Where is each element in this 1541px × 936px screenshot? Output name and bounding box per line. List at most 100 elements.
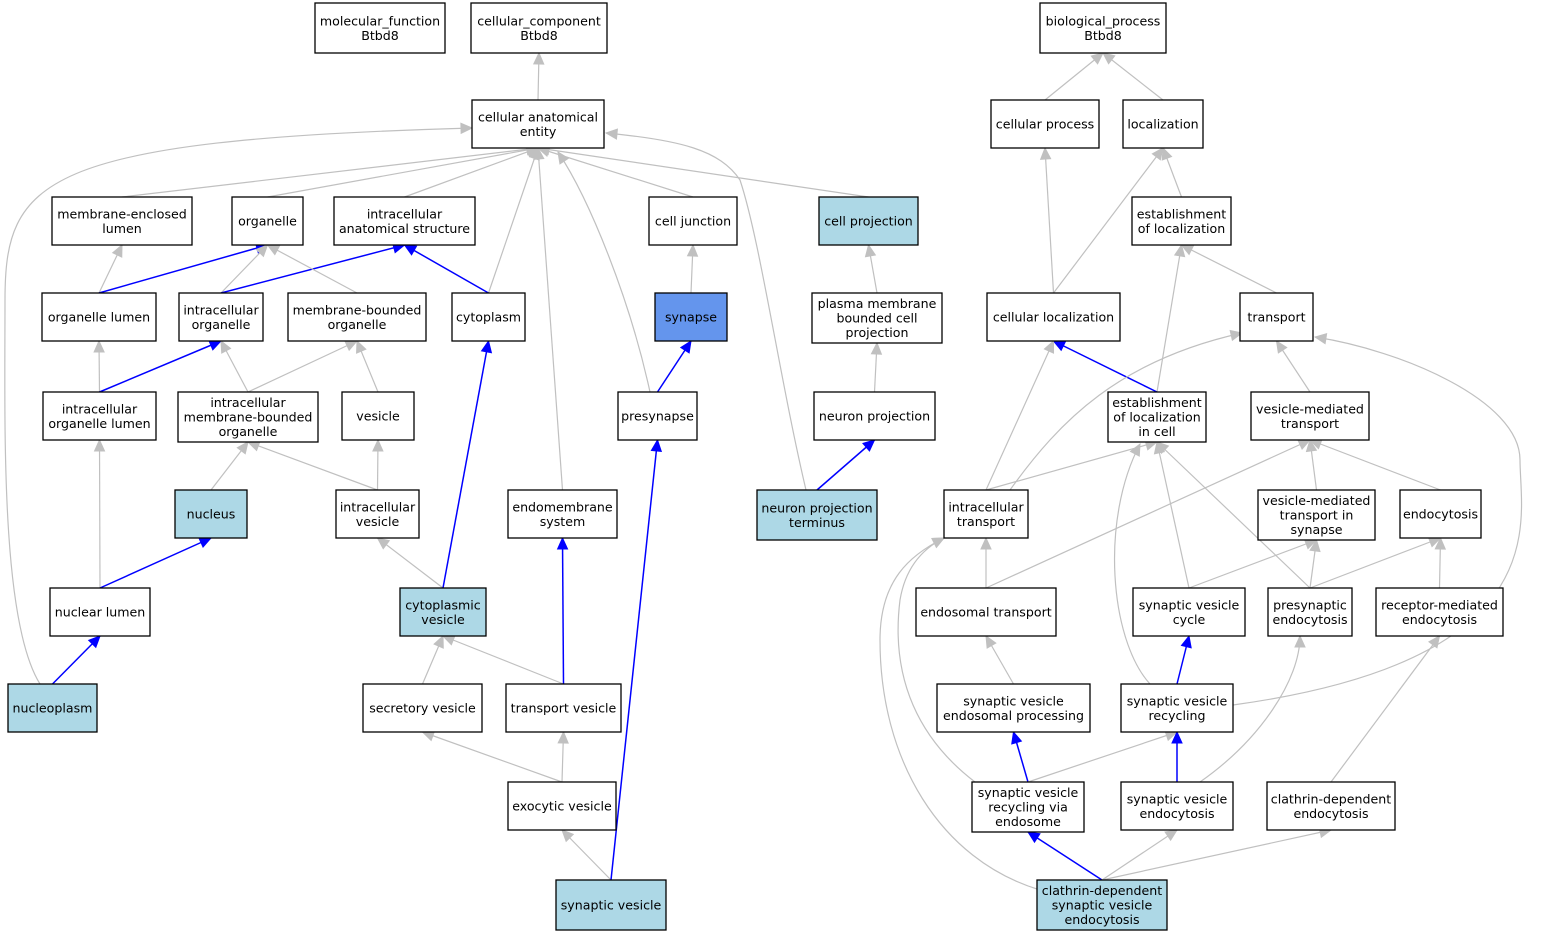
- node-box[interactable]: [1120, 683, 1234, 733]
- node-cp[interactable]: cell projection: [818, 196, 919, 246]
- node-box[interactable]: [648, 196, 738, 246]
- node-box[interactable]: [936, 683, 1091, 733]
- node-box[interactable]: [399, 587, 487, 637]
- node-box[interactable]: [287, 292, 427, 342]
- node-presyn[interactable]: presynapse: [617, 391, 698, 441]
- node-box[interactable]: [617, 391, 698, 441]
- node-box[interactable]: [470, 2, 608, 54]
- node-box[interactable]: [915, 587, 1057, 637]
- node-box[interactable]: [986, 292, 1121, 342]
- node-box[interactable]: [451, 292, 526, 342]
- node-box[interactable]: [818, 196, 919, 246]
- node-ves[interactable]: vesicle: [341, 391, 415, 441]
- node-nuc[interactable]: nucleus: [174, 489, 248, 539]
- node-box[interactable]: [1239, 292, 1314, 342]
- node-box[interactable]: [341, 391, 415, 441]
- node-nl[interactable]: nuclear lumen: [49, 587, 151, 637]
- node-box[interactable]: [314, 2, 446, 54]
- node-et[interactable]: endosomal transport: [915, 587, 1057, 637]
- node-box[interactable]: [1399, 489, 1482, 539]
- node-box[interactable]: [1122, 99, 1204, 149]
- node-box[interactable]: [811, 292, 943, 344]
- node-box[interactable]: [943, 489, 1029, 539]
- node-box[interactable]: [1375, 587, 1504, 637]
- node-box[interactable]: [1039, 2, 1167, 54]
- node-box[interactable]: [1132, 587, 1246, 637]
- node-loc[interactable]: localization: [1122, 99, 1204, 149]
- node-endo[interactable]: endocytosis: [1399, 489, 1482, 539]
- node-tv[interactable]: transport vesicle: [505, 683, 622, 733]
- node-box[interactable]: [49, 587, 151, 637]
- node-box[interactable]: [7, 683, 98, 733]
- node-box[interactable]: [654, 292, 728, 342]
- node-box[interactable]: [1036, 879, 1168, 931]
- node-box[interactable]: [1266, 781, 1396, 831]
- node-box[interactable]: [177, 391, 319, 443]
- node-cproc[interactable]: cellular process: [990, 99, 1100, 149]
- node-box[interactable]: [990, 99, 1100, 149]
- node-box[interactable]: [1107, 391, 1207, 443]
- node-box[interactable]: [507, 489, 618, 539]
- node-box[interactable]: [51, 196, 193, 246]
- node-box[interactable]: [231, 196, 304, 246]
- node-tr[interactable]: transport: [1239, 292, 1314, 342]
- node-nucp[interactable]: nucleoplasm: [7, 683, 98, 733]
- node-box[interactable]: [471, 99, 605, 149]
- node-box[interactable]: [42, 391, 157, 441]
- node-box[interactable]: [174, 489, 248, 539]
- node-box[interactable]: [756, 489, 878, 541]
- node-box[interactable]: [41, 292, 157, 342]
- node-box[interactable]: [362, 683, 483, 733]
- node-box[interactable]: [1131, 196, 1232, 246]
- node-org[interactable]: organelle: [231, 196, 304, 246]
- node-sv[interactable]: secretory vesicle: [362, 683, 483, 733]
- node-np[interactable]: neuron projection: [813, 391, 936, 441]
- node-box[interactable]: [335, 489, 420, 539]
- node-cj[interactable]: cell junction: [648, 196, 738, 246]
- node-synv[interactable]: synaptic vesicle: [555, 879, 667, 931]
- node-box[interactable]: [1120, 781, 1234, 831]
- node-ev[interactable]: exocytic vesicle: [507, 781, 617, 831]
- node-ol[interactable]: organelle lumen: [41, 292, 157, 342]
- node-box[interactable]: [813, 391, 936, 441]
- node-cyto[interactable]: cytoplasm: [451, 292, 526, 342]
- node-box[interactable]: [555, 879, 667, 931]
- node-box[interactable]: [333, 196, 476, 246]
- node-box[interactable]: [507, 781, 617, 831]
- node-box[interactable]: [1267, 587, 1353, 637]
- node-box[interactable]: [1257, 489, 1376, 541]
- node-box[interactable]: [505, 683, 622, 733]
- node-syn[interactable]: synapse: [654, 292, 728, 342]
- node-box[interactable]: [178, 292, 264, 342]
- node-box[interactable]: [971, 781, 1085, 833]
- node-cl[interactable]: cellular localization: [986, 292, 1121, 342]
